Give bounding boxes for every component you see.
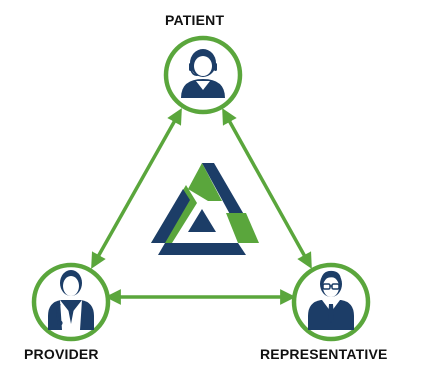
provider-label: PROVIDER [24,346,99,362]
connector-patient-provider [91,108,182,269]
representative-label: REPRESENTATIVE [260,346,388,362]
provider-node [31,262,111,342]
representative-icon [308,270,354,330]
patient-label: PATIENT [165,12,225,28]
provider-icon [48,270,94,330]
patient-node [163,35,243,115]
triangle-logo-icon [151,163,259,255]
connector-patient-representative [222,108,312,269]
representative-node [291,262,371,342]
patient-icon [181,49,225,98]
